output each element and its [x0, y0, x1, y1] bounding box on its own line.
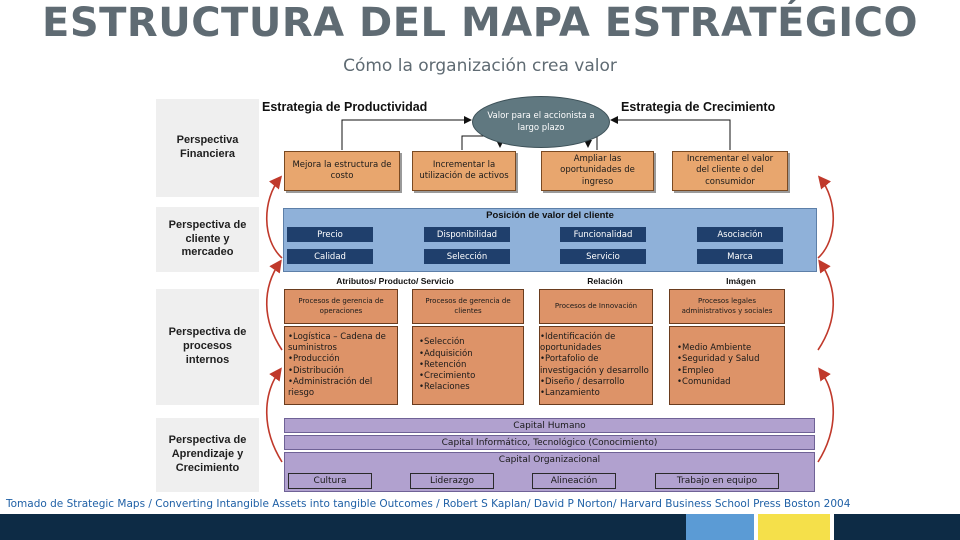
list-item: Identificación de oportunidades: [540, 332, 652, 355]
capital-human: Capital Humano: [284, 418, 815, 433]
source-citation: Tomado de Strategic Maps / Converting In…: [6, 498, 851, 510]
financial-box-revenue: Ampliar las oportunidades de ingreso: [541, 151, 654, 191]
list-item: Diseño / desarrollo: [540, 377, 652, 388]
list-item: Crecimiento: [419, 371, 475, 382]
process-innovation-list: Identificación de oportunidades Portafol…: [539, 326, 653, 405]
perspective-customer-label: Perspectiva de cliente y mercadeo: [156, 207, 259, 272]
financial-box-customer-value: Incrementar el valor del cliente o del c…: [672, 151, 788, 191]
capital-organization-title: Capital Organizacional: [498, 455, 601, 465]
list-item: Adquisición: [419, 349, 475, 360]
list-item: Comunidad: [677, 377, 759, 388]
customer-attr-price: Precio: [287, 227, 373, 242]
sublabel-relationship: Relación: [587, 276, 623, 286]
page-title: ESTRUCTURA DEL MAPA ESTRATÉGICO: [42, 0, 918, 46]
org-item-teamwork: Trabajo en equipo: [655, 473, 779, 489]
process-innovation-header: Procesos de Innovación: [539, 289, 653, 324]
process-legal-header: Procesos legales administrativos y socia…: [669, 289, 785, 324]
process-customer-mgmt-header: Procesos de gerencia de clientes: [412, 289, 524, 324]
list-item: Relaciones: [419, 382, 475, 393]
list-item: Administración del riesgo: [288, 377, 394, 400]
red-arrow-right-2: [817, 259, 835, 351]
customer-value-title: Posición de valor del cliente: [486, 210, 614, 221]
sublabel-attributes: Atributos/ Producto/ Servicio: [336, 276, 454, 286]
connector-cost-to-value: [341, 116, 472, 150]
growth-strategy-label: Estrategia de Crecimiento: [621, 100, 776, 114]
customer-attr-service: Servicio: [560, 249, 646, 264]
process-operations-list: Logística – Cadena de suministros Produc…: [284, 326, 398, 405]
customer-attr-selection: Selección: [424, 249, 510, 264]
list-item: Lanzamiento: [540, 388, 652, 399]
list-item: Seguridad y Salud: [677, 354, 759, 365]
footer-bar-dark-right: [834, 514, 960, 540]
red-arrow-right-1: [817, 175, 835, 259]
list-item: Distribución: [288, 366, 394, 377]
customer-attr-partnership: Asociación: [697, 227, 783, 242]
capital-information: Capital Informático, Tecnológico (Conoci…: [284, 435, 815, 450]
customer-attr-functionality: Funcionalidad: [560, 227, 646, 242]
connector-customer-value-to-value: [610, 116, 731, 150]
customer-attr-availability: Disponibilidad: [424, 227, 510, 242]
perspective-financial-label: Perspectiva Financiera: [156, 99, 259, 197]
process-operations-header: Procesos de gerencia de operaciones: [284, 289, 398, 324]
perspective-internal-label: Perspectiva de procesos internos: [156, 289, 259, 405]
process-legal-list: Medio Ambiente Seguridad y Salud Empleo …: [669, 326, 785, 405]
process-customer-mgmt-list: Selección Adquisición Retención Crecimie…: [412, 326, 524, 405]
footer-bar-dark: [0, 514, 686, 540]
perspective-learning-label: Perspectiva de Aprendizaje y Crecimiento: [156, 418, 259, 492]
org-item-alignment: Alineación: [532, 473, 616, 489]
org-item-leadership: Liderazgo: [410, 473, 494, 489]
list-item: Producción: [288, 354, 394, 365]
org-item-culture: Cultura: [288, 473, 372, 489]
financial-box-assets: Incrementar la utilización de activos: [412, 151, 516, 191]
list-item: Empleo: [677, 366, 759, 377]
red-arrow-left-2: [265, 259, 283, 351]
red-arrow-left-1: [265, 175, 283, 259]
list-item: Logística – Cadena de suministros: [288, 332, 394, 355]
red-arrow-right-3: [817, 367, 835, 463]
customer-attr-brand: Marca: [697, 249, 783, 264]
customer-attr-quality: Calidad: [287, 249, 373, 264]
list-item: Retención: [419, 360, 475, 371]
list-item: Medio Ambiente: [677, 343, 759, 354]
productivity-strategy-label: Estrategia de Productividad: [262, 100, 428, 114]
footer-bar-yellow: [758, 514, 830, 540]
sublabel-image: Imágen: [726, 276, 756, 286]
page-subtitle: Cómo la organización crea valor: [343, 56, 617, 76]
list-item: Portafolio de investigación y desarrollo: [540, 354, 652, 377]
red-arrow-left-3: [265, 367, 283, 463]
list-item: Selección: [419, 337, 475, 348]
financial-box-cost: Mejora la estructura de costo: [284, 151, 400, 191]
shareholder-value-node: Valor para el accionista a largo plazo: [472, 96, 610, 148]
footer-bar-blue: [686, 514, 754, 540]
